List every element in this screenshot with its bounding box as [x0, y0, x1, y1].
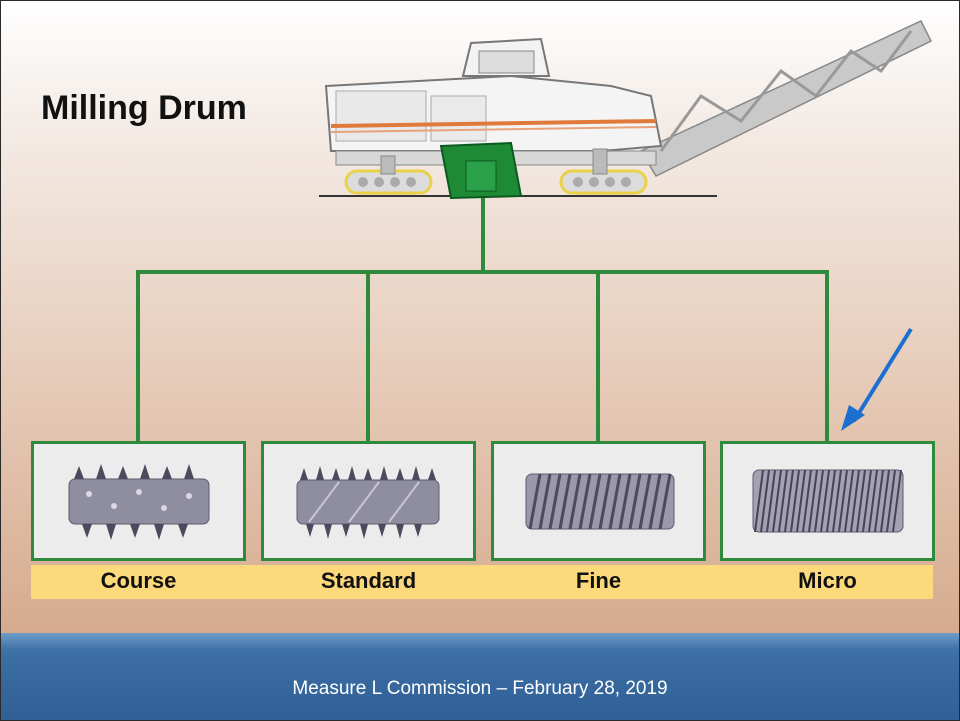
connector-tree	[136, 198, 829, 443]
drum-box-micro	[720, 441, 935, 561]
conveyor-boom	[639, 20, 933, 177]
slide-title: Milling Drum	[41, 89, 247, 127]
drum-illustration	[752, 469, 904, 533]
drum-box-standard	[261, 441, 476, 561]
front-track	[344, 155, 433, 195]
drum-box-course	[31, 441, 246, 561]
drum-illustration	[296, 466, 440, 539]
drum-illustration	[68, 464, 210, 540]
drum-label-course: Course	[100, 568, 177, 593]
diagram-canvas	[136, 20, 933, 443]
milling-machine-illustration	[319, 20, 933, 200]
drum-label-standard: Standard	[320, 568, 417, 593]
pointer-arrow	[841, 327, 913, 431]
footer-text: Measure L Commission – February 28, 2019	[292, 678, 668, 699]
rear-track	[559, 148, 648, 195]
drum-illustration	[525, 473, 675, 530]
drum-label-fine: Fine	[575, 568, 622, 593]
label-band	[31, 565, 933, 599]
footer-accent-strip	[1, 633, 959, 651]
drum-box-fine	[491, 441, 706, 561]
drum-label-micro: Micro	[798, 568, 857, 593]
